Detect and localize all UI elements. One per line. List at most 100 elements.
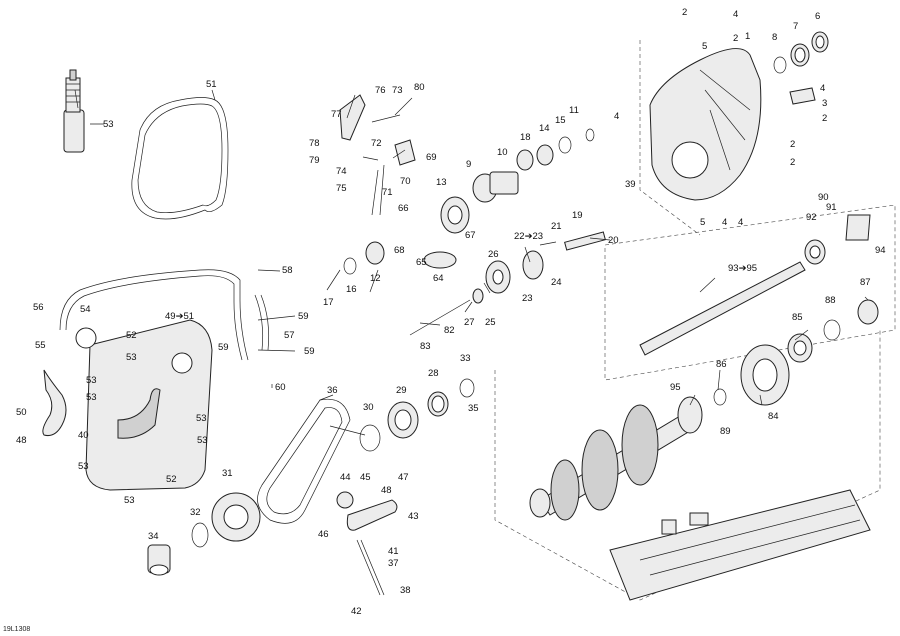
label-5: 5 [702,41,708,52]
label-25: 25 [485,317,496,328]
label-82: 85 [792,312,803,323]
part-case [649,48,762,201]
label-68: 70 [400,176,411,187]
label-71: 73 [392,85,403,96]
label-91: 94 [875,245,886,256]
label-51: 50 [16,407,27,418]
label-19: 19 [572,210,583,221]
label-24: 24 [551,277,562,288]
label-39: 39 [625,179,636,190]
label-83: 86 [716,359,727,370]
label-36: 36 [327,385,338,396]
label-53: 53 [86,375,97,386]
label-61: 60 [275,382,286,393]
label-74: 76 [375,85,386,96]
label-59: 59 [298,311,309,322]
label-52: 51 [206,79,217,90]
label-4: 4 [733,9,739,20]
label-45: 45 [360,472,371,483]
label-53: 52 [126,330,137,341]
label-42: 42 [351,606,362,617]
label-77: 79 [309,155,320,166]
label-38: 38 [400,585,411,596]
label-62: 64 [433,273,444,284]
label-73: 75 [336,183,347,194]
label-16: 16 [346,284,357,295]
label-86: 89 [720,426,731,437]
label-80: 83 [420,341,431,352]
part-36-chain [257,398,351,524]
label-66: 68 [394,245,405,256]
label-28: 28 [428,368,439,379]
label-47: 47 [398,472,409,483]
label-89: 92 [806,212,817,223]
label-21: 21 [551,221,562,232]
label-12: 12 [370,273,381,284]
label-32: 32 [190,507,201,518]
label-20: 20 [608,235,619,246]
label-53: 52 [166,474,177,485]
label-67: 69 [426,152,437,163]
label-53: 53 [124,495,135,506]
label-11: 11 [569,105,579,116]
label-27: 27 [464,317,475,328]
label-48: 48 [381,485,392,496]
label-10: 10 [497,147,508,158]
label-8: 8 [772,32,778,43]
part-52-gasket [131,97,229,220]
label-53: 53 [86,392,97,403]
label-5: 5 [700,217,706,228]
label-64: 66 [398,203,409,214]
label-40: 40 [78,430,89,441]
label-76: 78 [309,138,320,149]
label-6: 6 [815,11,821,22]
label-53: 53 [196,413,207,424]
label-55: 54 [80,304,91,315]
label-4: 4 [722,217,728,228]
label-22-23: 22➔23 [514,231,544,242]
label-37: 37 [388,558,399,569]
label-53: 53 [197,435,208,446]
label-43: 43 [408,511,419,522]
label-50: 48 [16,435,27,446]
label-49-51: 49➔51 [165,311,195,322]
label-2: 2 [790,139,796,150]
label-53: 53 [126,352,137,363]
label-4: 4 [614,111,620,122]
label-56: 55 [35,340,46,351]
label-79: 82 [444,325,455,336]
label-59: 58 [282,265,293,276]
label-59: 59 [304,346,315,357]
label-60: 59 [218,342,229,353]
label-23: 23 [522,293,533,304]
label-2: 2 [682,7,688,18]
label-57: 56 [33,302,44,313]
label-34: 34 [148,531,159,542]
label-4: 4 [738,217,744,228]
label-92: 95 [670,382,681,393]
label-15: 15 [555,115,566,126]
label-87: 90 [818,192,829,203]
label-54: 53 [103,119,114,130]
label-41: 41 [388,546,399,557]
label-7: 7 [793,21,799,32]
label-13: 13 [436,177,447,188]
label-85: 88 [825,295,836,306]
label-58: 57 [284,330,295,341]
label-2: 2 [733,33,739,44]
label-2: 2 [790,157,796,168]
label-44: 44 [340,472,351,483]
label-33: 33 [460,353,471,364]
label-31: 31 [222,468,233,479]
label-46: 46 [318,529,329,540]
label-2: 2 [822,113,828,124]
part-92-drive-axle [529,396,703,521]
part-54-fitting [63,69,85,153]
label-90: 93➔95 [728,263,758,274]
part-cover [75,319,213,491]
label-26: 26 [488,249,499,260]
label-18: 18 [520,132,531,143]
label-65: 67 [465,230,476,241]
label-3: 3 [822,98,828,109]
